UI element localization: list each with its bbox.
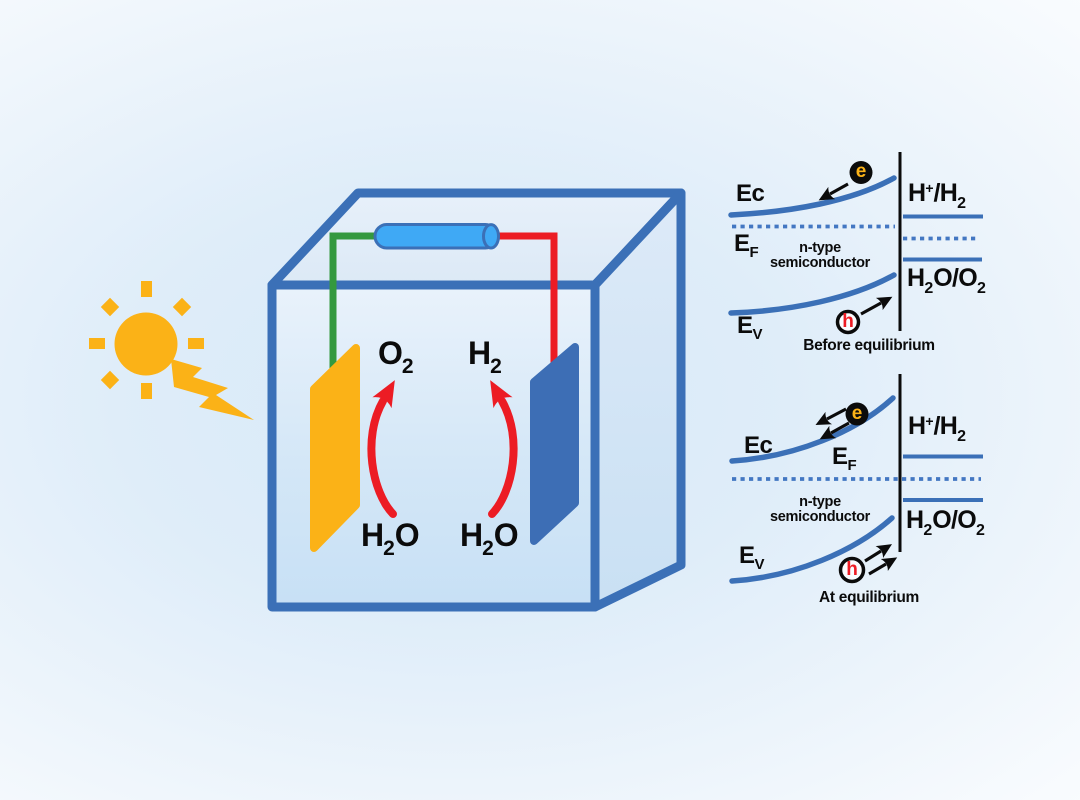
electron-icon <box>849 161 873 184</box>
green-wire <box>329 232 380 372</box>
conduction-band-curve-before <box>728 175 897 218</box>
h2-redox-label-before: H+/H2 <box>908 179 967 212</box>
h2-redox-label-after: H+/H2 <box>908 412 967 445</box>
fermi-level-label-before: EF <box>734 230 759 261</box>
electron-arrow-after-1 <box>815 407 847 426</box>
o2-redox-label-after: H2O/O2 <box>906 506 985 539</box>
hole-arrow-before <box>860 296 893 316</box>
cathode-electrode <box>530 343 579 545</box>
valence-band-curve-before <box>728 272 897 316</box>
sun-icon <box>89 281 204 399</box>
caption-at-equilibrium: At equilibrium <box>819 589 919 606</box>
conduction-band-label-after: Ec <box>744 432 773 459</box>
photoanode-electrode <box>310 344 360 552</box>
h2-product-label: H2 <box>468 335 502 378</box>
hole-label-before: h <box>842 311 854 332</box>
valence-band-label-after: EV <box>739 542 765 573</box>
o2-evolution-arrow <box>367 380 397 518</box>
electron-icon <box>845 402 869 426</box>
valence-band-label-before: EV <box>737 312 763 343</box>
red-wire <box>494 232 558 368</box>
hole-arrow-after-1 <box>864 544 893 563</box>
conduction-band-label-before: Ec <box>736 180 765 207</box>
h2o-label-left: H2O <box>361 517 420 560</box>
electron-arrow-after-2 <box>819 421 850 440</box>
h2o-label-right: H2O <box>460 517 519 560</box>
semiconductor-label-before: n-type semiconductor <box>769 240 871 271</box>
electron-arrow-before <box>818 182 849 201</box>
hole-arrow-after-2 <box>868 557 898 576</box>
caption-before-equilibrium: Before equilibrium <box>803 337 935 354</box>
connector-cylinder <box>373 223 500 250</box>
hole-icon <box>835 309 861 335</box>
hole-icon <box>838 556 866 584</box>
conduction-band-curve-after <box>729 395 896 464</box>
h2-evolution-arrow <box>488 380 518 518</box>
electron-label-after: e <box>851 403 863 424</box>
o2-product-label: O2 <box>378 335 414 378</box>
o2-redox-label-before: H2O/O2 <box>907 264 986 297</box>
electron-label-before: e <box>855 161 867 182</box>
hole-label-after: h <box>846 559 858 580</box>
lightning-bolt-icon <box>171 359 254 420</box>
valence-band-curve-after <box>729 515 895 584</box>
fermi-level-label-after: EF <box>832 443 857 474</box>
semiconductor-label-after: n-type semiconductor <box>769 494 871 525</box>
